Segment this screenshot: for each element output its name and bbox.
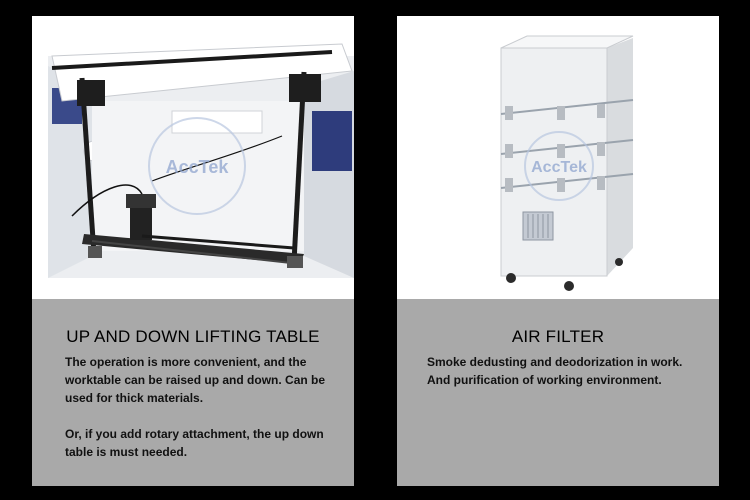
caption-panel: UP AND DOWN LIFTING TABLE The operation …	[32, 299, 354, 486]
air-filter-photo: AccTek	[397, 16, 719, 299]
product-card-air-filter: AccTek AIR FILTER Smoke dedusting and de…	[397, 16, 719, 486]
card-title: AIR FILTER	[511, 327, 605, 346]
description-paragraph: Or, if you add rotary attachment, the up…	[65, 427, 324, 459]
watermark-logo: AccTek	[531, 159, 587, 176]
product-card-lifting-table: AccTek UP AND DOWN LIFTING TABLE The ope…	[32, 16, 354, 486]
card-description: Smoke dedusting and deodorization in wor…	[427, 353, 707, 389]
air-filter-illustration: AccTek	[500, 35, 634, 291]
watermark-logo: AccTek	[166, 157, 230, 177]
card-title: UP AND DOWN LIFTING TABLE	[66, 327, 320, 346]
description-paragraph: Smoke dedusting and deodorization in wor…	[427, 355, 683, 387]
lifting-table-photo: AccTek	[32, 16, 354, 299]
card-description: The operation is more convenient, and th…	[65, 353, 335, 461]
lifting-table-illustration: AccTek	[48, 43, 354, 278]
description-paragraph: The operation is more convenient, and th…	[65, 355, 326, 405]
caption-panel: AIR FILTER Smoke dedusting and deodoriza…	[397, 299, 719, 486]
